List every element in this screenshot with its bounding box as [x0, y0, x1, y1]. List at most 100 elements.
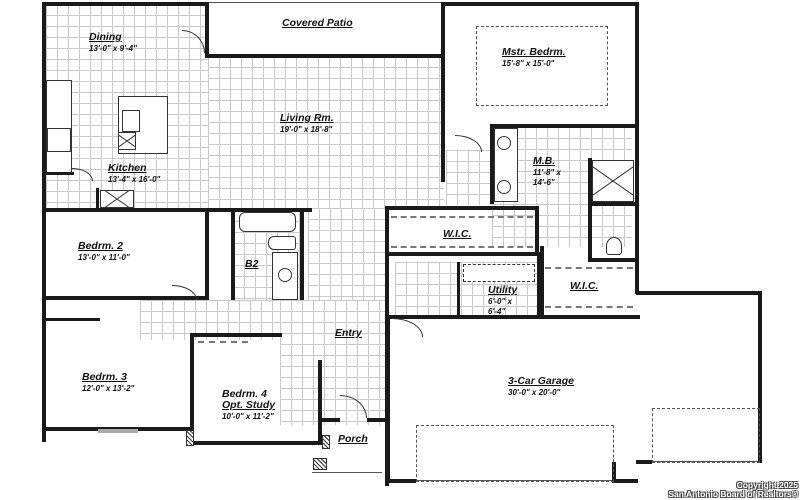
room-name: Utility — [488, 284, 518, 296]
wall-bedroom4-top — [192, 333, 282, 337]
garage-door-1 — [416, 425, 614, 482]
bedroom4-column-left — [186, 430, 194, 446]
wall-top-left — [42, 2, 209, 6]
room-dimensions: 6'-4" — [488, 307, 506, 316]
dishwasher — [118, 132, 136, 150]
wic2-shelf — [545, 267, 633, 269]
wall-shower-left — [588, 158, 592, 204]
room-name: Kitchen — [108, 162, 147, 174]
entry-tile — [280, 300, 385, 425]
wall-patio-bottom — [205, 54, 445, 58]
door-swing-mb — [455, 135, 482, 152]
room-label-bedroom-4: Bedrm. 4 Opt. Study 10'-0" x 11'-2" — [222, 388, 276, 422]
door-swing-garage — [392, 318, 423, 337]
room-label-master-bedroom: Mstr. Bedrm. 15'-8" x 15'-0" — [502, 46, 566, 69]
room-dimensions: 10'-0" x 11'-2" — [222, 412, 274, 421]
wall-garage-right — [758, 291, 762, 463]
b2-vanity — [272, 252, 298, 300]
wall-wic2-left — [540, 246, 544, 318]
copyright-notice: Copyright 2025 San Antonio Board of Real… — [668, 481, 798, 499]
room-label-garage: 3-Car Garage 30'-0" x 20'-0" — [508, 376, 574, 398]
room-label-bath-2: B2 — [245, 259, 258, 270]
wall-left — [42, 2, 46, 442]
room-label-bedroom-3: Bedrm. 3 12'-0" x 13'-2" — [82, 372, 135, 394]
copyright-line-1: Copyright 2025 — [736, 480, 798, 490]
wall-garage-bottom-step — [636, 460, 652, 464]
mb-shower — [592, 160, 634, 202]
bedroom4-column-right — [322, 435, 330, 449]
wall-bedroom4-bottom — [192, 441, 322, 445]
room-label-bedroom-2: Bedrm. 2 13'-0" x 11'-0" — [78, 241, 130, 263]
mb-toilet — [606, 237, 622, 255]
room-dimensions: 30'-0" x 20'-0" — [508, 388, 561, 397]
wall-garage-top — [390, 315, 640, 319]
master-tray-ceiling — [476, 26, 608, 106]
wall-bedroom2-bottom — [42, 296, 207, 300]
room-name: Covered Patio — [282, 17, 353, 29]
kitchen-counter-left — [46, 80, 72, 174]
room-name: Bedrm. 4 — [222, 388, 267, 400]
wic1-shelf-bottom — [391, 246, 533, 248]
room-label-living: Living Rm. 19'-0" x 18'-8" — [280, 112, 334, 135]
room-label-master-bath: M.B. 11'-8" x 14'-6" — [533, 155, 561, 188]
room-label-wic-1: W.I.C. — [443, 229, 471, 240]
wall-pantry-top — [42, 172, 74, 175]
wall-porch-top-left — [322, 418, 340, 422]
room-dimensions: 13'-0" x 9'-4" — [89, 44, 137, 53]
room-name: Entry — [335, 327, 362, 339]
porch-column — [313, 458, 327, 470]
wall-wc-bottom — [588, 258, 639, 262]
wall-garage-bottom-mid — [612, 479, 638, 483]
room-label-dining: Dining 13'-0" x 9'-4" — [89, 31, 137, 54]
garage-door-1-line — [416, 480, 612, 481]
room-label-utility: Utility 6'-0" x 6'-4" — [488, 284, 518, 317]
wic2-shelf-bottom — [545, 306, 633, 308]
wall-bedroom3-right — [190, 333, 194, 443]
room-name: W.I.C. — [570, 280, 599, 292]
washer-dryer — [463, 264, 535, 282]
room-dimensions: 19'-0" x 18'-8" — [280, 125, 333, 134]
mb-entry-tile — [446, 150, 492, 205]
wall-bedroom4-right — [318, 360, 322, 445]
room-label-entry: Entry — [335, 328, 362, 339]
wall-master-bottom — [490, 124, 639, 128]
room-dimensions: 12'-0" x 13'-2" — [82, 384, 135, 393]
bedroom4-closet-shelf — [198, 341, 248, 343]
wall-master-top — [441, 2, 639, 6]
room-dimensions: 13'-0" x 11'-0" — [78, 253, 130, 262]
wall-patio-left — [205, 2, 209, 57]
room-dimensions: 13'-4" x 16'-0" — [108, 175, 161, 184]
wall-master-left — [441, 2, 445, 182]
room-name-line2: Opt. Study — [222, 399, 276, 411]
kitchen-sink — [122, 110, 140, 132]
pantry-appliance — [100, 190, 134, 208]
room-label-wic-2: W.I.C. — [570, 281, 598, 292]
bedroom3-window — [98, 429, 138, 433]
room-dimensions: 14'-6" — [533, 178, 555, 187]
room-label-kitchen: Kitchen 13'-4" x 16'-0" — [108, 162, 161, 185]
wall-wc-top — [588, 202, 639, 206]
room-dimensions: 11'-8" x — [533, 168, 561, 177]
wall-porch-top-right — [367, 418, 387, 422]
room-dimensions: 6'-0" x — [488, 297, 512, 306]
room-name: M.B. — [533, 155, 556, 167]
garage-door-2-line — [652, 461, 758, 462]
wall-b2-left — [231, 208, 235, 300]
kitchen-range — [47, 128, 71, 152]
wall-bedroom3-top — [42, 318, 100, 321]
living-tile — [208, 56, 444, 208]
wall-entry-right — [385, 256, 389, 486]
wall-utility-left — [457, 262, 460, 318]
wall-wic1-bottom — [385, 252, 540, 256]
room-name: B2 — [245, 258, 259, 270]
room-name: Living Rm. — [280, 112, 334, 124]
garage-door-2 — [652, 408, 760, 463]
b2-sink — [278, 268, 292, 282]
room-name: W.I.C. — [443, 228, 472, 240]
b2-tub — [239, 212, 296, 232]
wall-wic-top — [385, 206, 535, 210]
wall-master-right — [635, 2, 639, 294]
room-name: Mstr. Bedrm. — [502, 46, 566, 58]
room-name: Dining — [89, 31, 122, 43]
wall-garage-pier — [612, 462, 616, 483]
